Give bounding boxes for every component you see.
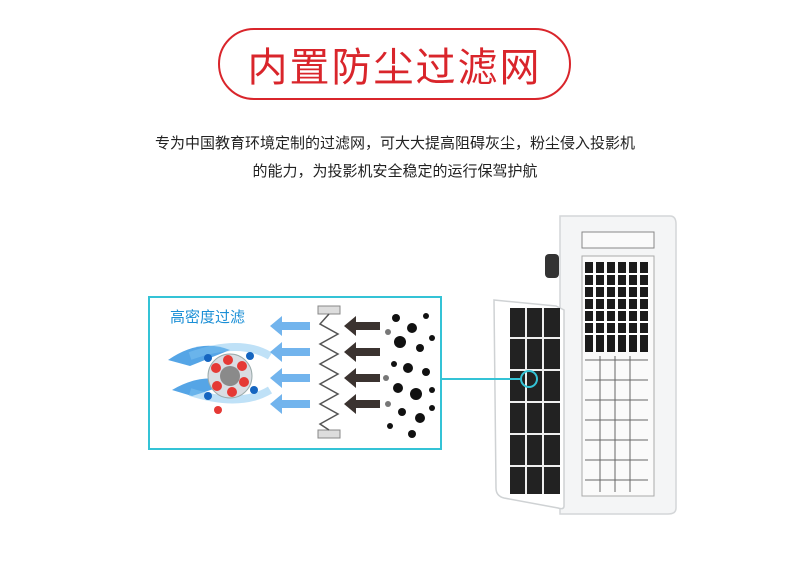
page-title: 内置防尘过滤网: [247, 45, 542, 91]
projector-illustration: [493, 215, 677, 515]
description-line-2: 的能力，为投影机安全稳定的运行保驾护航: [252, 162, 538, 180]
description-line-1: 专为中国教育环境定制的过滤网，可大大提高阻碍灰尘，粉尘侵入投影机: [154, 134, 635, 152]
filtration-diagram: [168, 305, 435, 439]
callout-label: 高密度过滤: [170, 308, 246, 326]
callout-connector: [442, 378, 520, 380]
title-pill: 内置防尘过滤网: [218, 28, 571, 100]
filter-callout: 高密度过滤: [148, 296, 442, 450]
filter-highlight-circle: [520, 370, 538, 388]
